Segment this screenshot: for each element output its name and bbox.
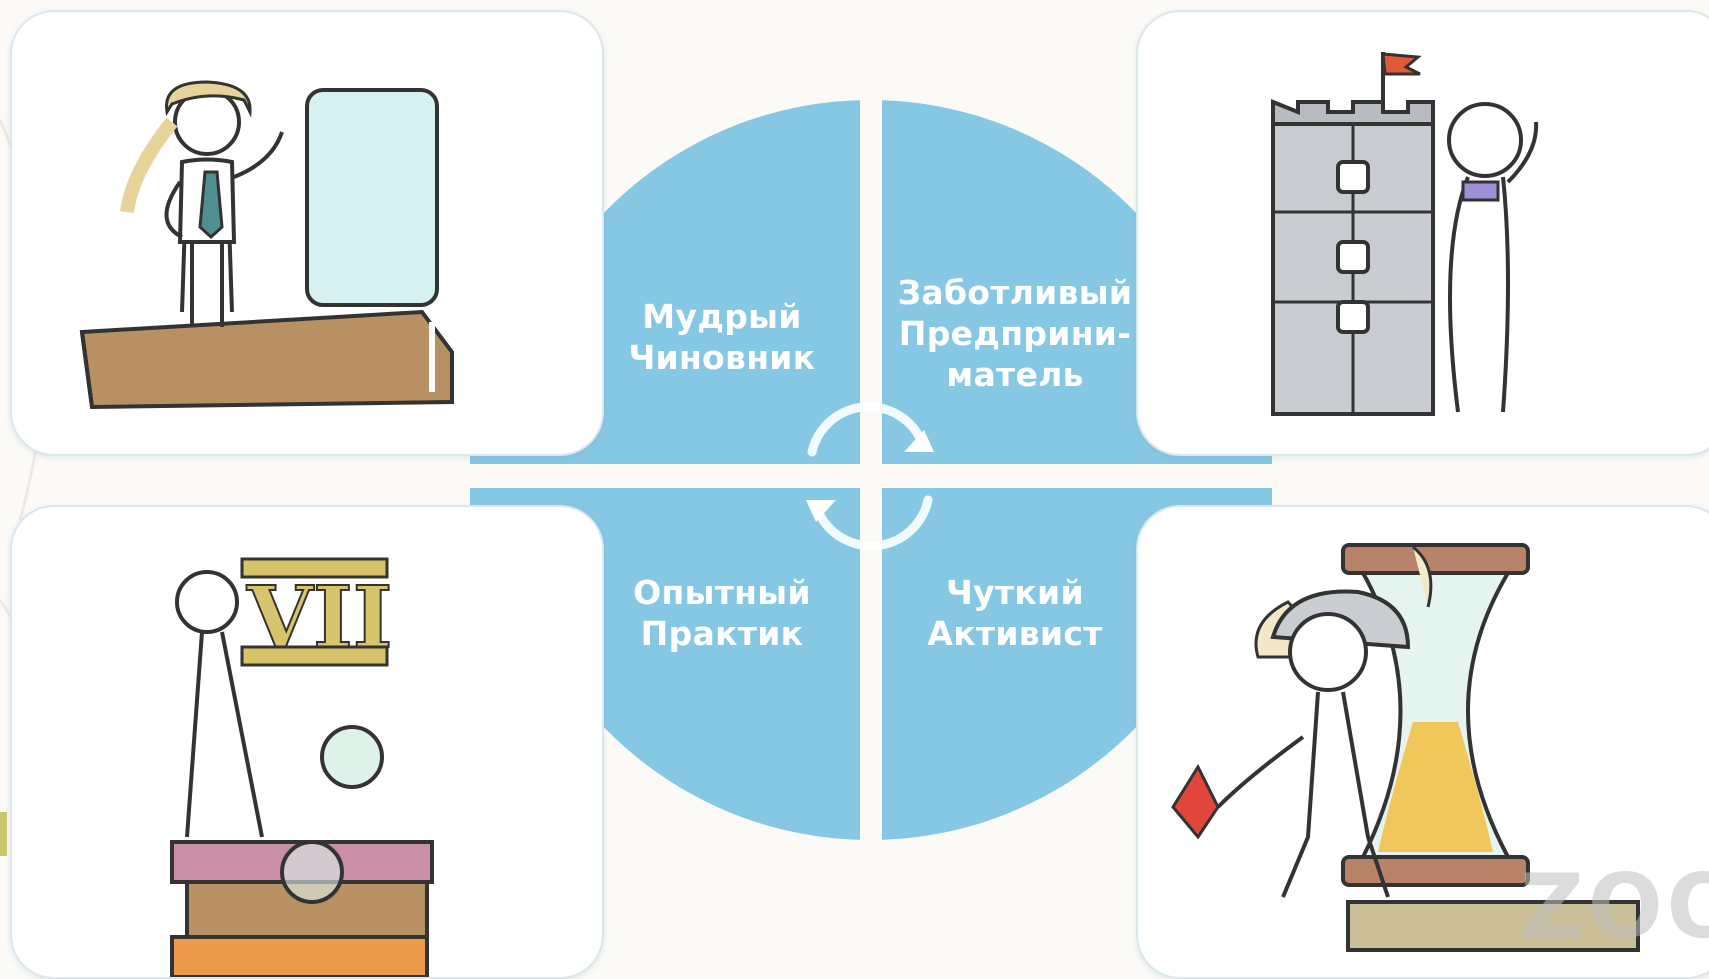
quadrant-label-experienced-practitioner: Опытный Практик: [633, 573, 811, 653]
quadrant-label-caring-entrepreneur: Заботливый Предприни- матель: [897, 273, 1133, 394]
quadrant-label-wise-official: Мудрый Чиновник: [628, 297, 816, 377]
left-edge-marker: [0, 812, 7, 856]
illustration-card-top-left: [10, 10, 604, 456]
zoom-watermark: ZOO: [1520, 855, 1709, 958]
judge-illustration: [79, 80, 454, 410]
illustration-card-top-right: [1136, 10, 1709, 456]
quadrant-label-sensitive-activist: Чуткий Активист: [927, 573, 1103, 653]
viking-hourglass-illustration: [1171, 543, 1640, 952]
circular-arrows-icon: [806, 402, 934, 551]
illustration-card-bottom-left: VII: [10, 505, 604, 979]
scholar-illustration: VII: [170, 557, 434, 977]
illustration-card-bottom-right: [1136, 505, 1709, 979]
castle-tower-illustration: [1271, 52, 1539, 416]
